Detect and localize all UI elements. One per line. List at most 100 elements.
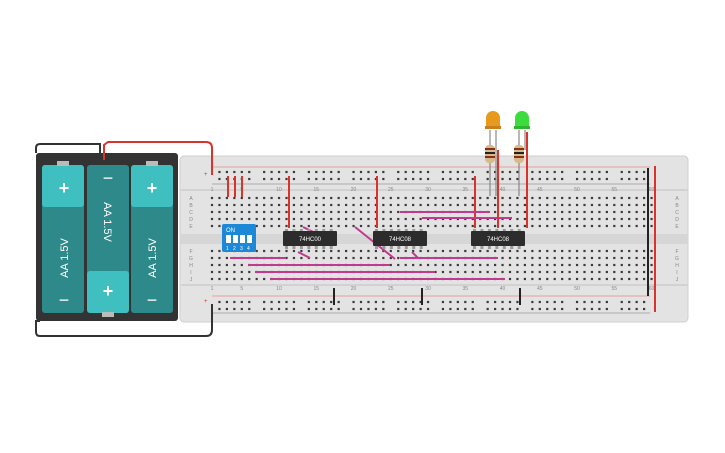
rail-hole[interactable] xyxy=(374,177,377,181)
breadboard-hole[interactable] xyxy=(337,196,340,200)
breadboard-hole[interactable] xyxy=(538,277,541,281)
rail-hole[interactable] xyxy=(337,307,340,311)
breadboard-hole[interactable] xyxy=(568,196,571,200)
breadboard-hole[interactable] xyxy=(382,249,385,253)
breadboard-hole[interactable] xyxy=(561,249,564,253)
breadboard-hole[interactable] xyxy=(598,210,601,214)
rail-hole[interactable] xyxy=(441,300,445,304)
breadboard-hole[interactable] xyxy=(248,203,251,207)
breadboard-hole[interactable] xyxy=(620,210,623,214)
breadboard-hole[interactable] xyxy=(568,249,571,253)
breadboard-hole[interactable] xyxy=(374,210,377,214)
breadboard-hole[interactable] xyxy=(508,203,512,207)
rail-hole[interactable] xyxy=(538,300,541,304)
breadboard-hole[interactable] xyxy=(367,224,370,228)
rail-hole[interactable] xyxy=(449,300,452,304)
breadboard-hole[interactable] xyxy=(613,256,616,260)
breadboard-hole[interactable] xyxy=(590,270,594,274)
breadboard-hole[interactable] xyxy=(404,196,407,200)
breadboard-hole[interactable] xyxy=(397,249,400,253)
breadboard-hole[interactable] xyxy=(613,203,616,207)
rail-hole[interactable] xyxy=(546,170,549,174)
rail-hole[interactable] xyxy=(367,177,370,181)
breadboard-hole[interactable] xyxy=(561,210,564,214)
breadboard-hole[interactable] xyxy=(650,203,653,207)
rail-hole[interactable] xyxy=(426,307,430,311)
breadboard-hole[interactable] xyxy=(546,277,549,281)
breadboard-hole[interactable] xyxy=(255,224,258,228)
breadboard-hole[interactable] xyxy=(426,224,430,228)
breadboard-hole[interactable] xyxy=(322,249,325,253)
breadboard-hole[interactable] xyxy=(270,224,273,228)
rail-hole[interactable] xyxy=(225,307,228,311)
breadboard-hole[interactable] xyxy=(516,217,519,221)
breadboard-hole[interactable] xyxy=(270,210,273,214)
breadboard-hole[interactable] xyxy=(531,249,534,253)
breadboard-hole[interactable] xyxy=(233,263,236,267)
breadboard-hole[interactable] xyxy=(270,217,273,221)
breadboard-hole[interactable] xyxy=(292,224,296,228)
rail-hole[interactable] xyxy=(583,177,586,181)
breadboard-hole[interactable] xyxy=(471,203,474,207)
rail-hole[interactable] xyxy=(635,307,638,311)
rail-hole[interactable] xyxy=(583,300,586,304)
breadboard-hole[interactable] xyxy=(546,224,549,228)
rail-hole[interactable] xyxy=(575,307,579,311)
rail-hole[interactable] xyxy=(494,307,497,311)
rail-hole[interactable] xyxy=(292,170,296,174)
rail-hole[interactable] xyxy=(553,177,556,181)
rail-hole[interactable] xyxy=(412,177,415,181)
breadboard-hole[interactable] xyxy=(464,203,467,207)
breadboard-hole[interactable] xyxy=(635,210,638,214)
breadboard-hole[interactable] xyxy=(508,270,512,274)
breadboard-hole[interactable] xyxy=(620,203,623,207)
breadboard-hole[interactable] xyxy=(464,196,467,200)
breadboard-hole[interactable] xyxy=(508,196,512,200)
breadboard-hole[interactable] xyxy=(382,196,385,200)
rail-hole[interactable] xyxy=(449,307,452,311)
breadboard-hole[interactable] xyxy=(397,210,400,214)
breadboard-hole[interactable] xyxy=(598,217,601,221)
ic-chip[interactable]: 74HC00 xyxy=(283,229,337,249)
rail-hole[interactable] xyxy=(546,177,549,181)
rail-hole[interactable] xyxy=(367,307,370,311)
breadboard-hole[interactable] xyxy=(330,217,333,221)
breadboard-hole[interactable] xyxy=(628,270,631,274)
breadboard-hole[interactable] xyxy=(315,210,318,214)
rail-hole[interactable] xyxy=(501,170,504,174)
breadboard-hole[interactable] xyxy=(553,270,556,274)
rail-hole[interactable] xyxy=(546,307,549,311)
breadboard-hole[interactable] xyxy=(315,256,318,260)
breadboard-hole[interactable] xyxy=(233,270,236,274)
rail-hole[interactable] xyxy=(285,177,288,181)
rail-hole[interactable] xyxy=(508,307,512,311)
breadboard-hole[interactable] xyxy=(210,263,214,267)
breadboard-hole[interactable] xyxy=(382,203,385,207)
breadboard-hole[interactable] xyxy=(337,210,340,214)
ic-chip[interactable]: 74HC08 xyxy=(373,229,427,249)
breadboard-hole[interactable] xyxy=(523,249,526,253)
rail-hole[interactable] xyxy=(382,170,385,174)
breadboard-hole[interactable] xyxy=(374,249,377,253)
breadboard-hole[interactable] xyxy=(650,256,653,260)
breadboard-hole[interactable] xyxy=(486,224,489,228)
breadboard-hole[interactable] xyxy=(531,256,534,260)
breadboard-hole[interactable] xyxy=(337,203,340,207)
rail-hole[interactable] xyxy=(419,300,422,304)
breadboard-hole[interactable] xyxy=(494,270,497,274)
breadboard-hole[interactable] xyxy=(479,196,482,200)
breadboard-hole[interactable] xyxy=(501,249,504,253)
breadboard-hole[interactable] xyxy=(583,256,586,260)
rail-hole[interactable] xyxy=(575,170,579,174)
breadboard-hole[interactable] xyxy=(471,224,474,228)
breadboard-hole[interactable] xyxy=(553,256,556,260)
breadboard-hole[interactable] xyxy=(307,217,310,221)
breadboard-hole[interactable] xyxy=(568,270,571,274)
breadboard-hole[interactable] xyxy=(225,263,228,267)
breadboard-hole[interactable] xyxy=(568,217,571,221)
breadboard-hole[interactable] xyxy=(263,210,266,214)
breadboard-hole[interactable] xyxy=(486,270,489,274)
breadboard-hole[interactable] xyxy=(531,277,534,281)
